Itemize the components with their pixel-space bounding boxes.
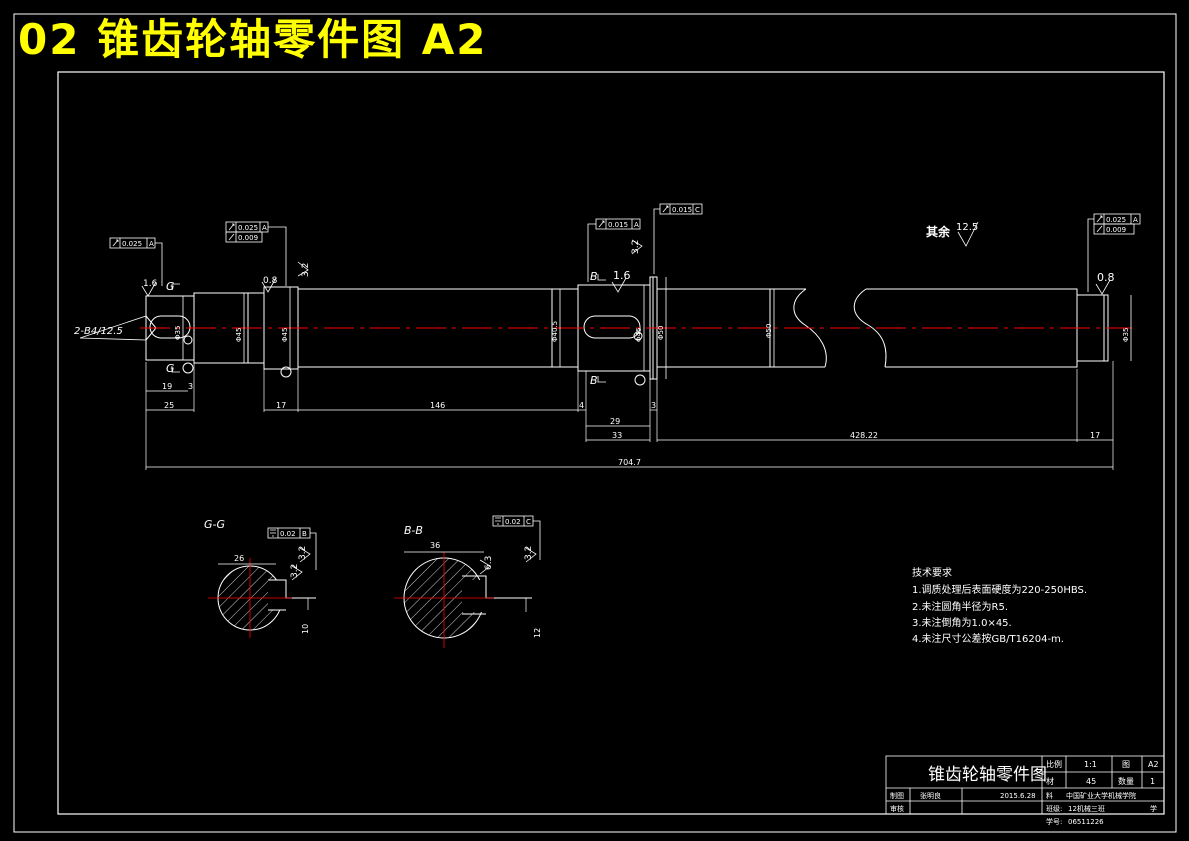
tech-item-3: 3.未注倒角为1.0×45. bbox=[912, 616, 1012, 629]
dim-17-left: 17 bbox=[276, 401, 286, 410]
gdt-shoulder-cyl: 0.009 bbox=[238, 234, 258, 242]
ra-left-end: 1.6 bbox=[143, 279, 158, 289]
page-title: 02 锥齿轮轴零件图 A2 bbox=[18, 15, 488, 64]
gdt-flange-runout: 0.015 bbox=[672, 206, 692, 214]
dim-dia-right: Φ35 bbox=[1122, 328, 1130, 342]
length-dimensions bbox=[145, 361, 1114, 470]
dim-dia-shoulder-2: Φ45 bbox=[281, 328, 289, 342]
inner-border bbox=[57, 71, 1165, 815]
gdt-symbols bbox=[112, 205, 1103, 537]
section-view-b bbox=[394, 551, 532, 648]
ra-key-b: 1.6 bbox=[613, 269, 631, 282]
title-class-value: 12机械三班 bbox=[1068, 804, 1105, 813]
section-view-g bbox=[208, 558, 316, 638]
gdt-section-g-ref: B bbox=[302, 530, 307, 538]
gdt-right-cyl: 0.009 bbox=[1106, 226, 1126, 234]
title-qty-label: 数量 bbox=[1118, 776, 1134, 786]
gdt-right-runout: 0.025 bbox=[1106, 216, 1126, 224]
ra-mid-top: 3.2 bbox=[631, 240, 641, 254]
section-cut-marks bbox=[171, 274, 606, 383]
section-label-b-bottom: B bbox=[590, 374, 598, 387]
title-material-label: 材 bbox=[1046, 776, 1054, 786]
title-material-value: 45 bbox=[1086, 777, 1096, 786]
outer-border bbox=[13, 13, 1177, 833]
dim-dia-left: Φ35 bbox=[174, 326, 182, 340]
ra-section-b: 6.3 bbox=[484, 556, 494, 570]
title-class-label: 班级: bbox=[1046, 804, 1062, 813]
dim-sec-b-width: 36 bbox=[430, 541, 440, 550]
dim-dia-flange: Φ50 bbox=[657, 326, 665, 340]
dim-19: 19 bbox=[162, 382, 172, 391]
dim-center-hole: 2-B4/12.5 bbox=[74, 326, 123, 337]
gdt-right-ref: A bbox=[1133, 216, 1138, 224]
ra-general-label: 其余 bbox=[926, 224, 951, 239]
gdt-mid-ref: A bbox=[634, 221, 639, 229]
title-id-label: 学号: bbox=[1046, 817, 1062, 826]
tech-heading: 技术要求 bbox=[912, 566, 952, 579]
dim-dia-body: Φ40.5 bbox=[551, 321, 559, 342]
title-drawn-label: 制图 bbox=[890, 791, 904, 800]
gdt-mid-runout: 0.015 bbox=[608, 221, 628, 229]
dim-3: 3 bbox=[188, 382, 193, 391]
roughness-symbols bbox=[141, 221, 1111, 581]
tech-item-4: 4.未注尺寸公差按GB/T16204-m. bbox=[912, 632, 1064, 645]
dim-428: 428.22 bbox=[850, 431, 878, 440]
dim-dia-shoulder: Φ45 bbox=[235, 328, 243, 342]
dim-dia-keyseat: Φ45 bbox=[635, 328, 643, 342]
ra-shoulder: 0.8 bbox=[263, 276, 278, 286]
dim-dia-main: Φ50 bbox=[765, 324, 773, 338]
title-org-value: 中国矿业大学机械学院 bbox=[1066, 791, 1136, 800]
ra-section-g: 3.2 bbox=[290, 564, 300, 578]
gdt-flange-ref: C bbox=[695, 206, 700, 214]
title-drawn-name: 张明良 bbox=[920, 791, 941, 800]
title-scale-value: 1:1 bbox=[1084, 760, 1097, 769]
title-org-label: 料 bbox=[1046, 791, 1053, 800]
gdt-left-end-ref: A bbox=[149, 240, 154, 248]
dim-33: 33 bbox=[612, 431, 622, 440]
dim-146: 146 bbox=[430, 401, 445, 410]
tolerance-frames bbox=[109, 203, 1141, 570]
dim-17-right: 17 bbox=[1090, 431, 1100, 440]
gdt-section-b-ref: C bbox=[526, 518, 531, 526]
title-check-label: 审核 bbox=[890, 804, 904, 813]
title-extra: 学 bbox=[1150, 804, 1157, 813]
dim-25: 25 bbox=[164, 401, 174, 410]
tech-item-1: 1.调质处理后表面硬度为220-250HBS. bbox=[912, 583, 1087, 596]
dim-sec-g-depth: 10 bbox=[301, 624, 310, 634]
title-id-value: 06511226 bbox=[1068, 818, 1104, 826]
gdt-left-end-value: 0.025 bbox=[122, 240, 142, 248]
title-scale-label: 比例 bbox=[1046, 759, 1062, 769]
gdt-shoulder-ref: A bbox=[262, 224, 267, 232]
ra-step: 3.2 bbox=[301, 263, 311, 277]
center-hole-leader bbox=[79, 315, 147, 341]
ra-right-end: 0.8 bbox=[1097, 271, 1115, 284]
title-sheet-value: A2 bbox=[1148, 760, 1159, 769]
tech-requirements: 技术要求 1.调质处理后表面硬度为220-250HBS. 2.未注圆角半径为R5… bbox=[912, 566, 1087, 645]
ra-general: 12.5 bbox=[956, 222, 978, 233]
dim-sec-b-depth: 12 bbox=[533, 628, 542, 638]
dim-4: 4 bbox=[579, 401, 584, 410]
title-date: 2015.6.28 bbox=[1000, 792, 1036, 800]
section-label-g-bottom: G bbox=[166, 362, 175, 375]
gdt-section-b-value: 0.02 bbox=[505, 518, 521, 526]
ra-section-g-side: 3.2 bbox=[298, 546, 308, 560]
dim-3b: 3 bbox=[651, 401, 656, 410]
diameter-dimension-lines bbox=[182, 277, 1132, 379]
section-view-b-label: B-B bbox=[404, 524, 423, 537]
title-sheet-label: 图 bbox=[1122, 760, 1130, 769]
gdt-shoulder-runout: 0.025 bbox=[238, 224, 258, 232]
section-label-b-top: B bbox=[590, 270, 598, 283]
gdt-section-g-value: 0.02 bbox=[280, 530, 296, 538]
title-part-name: 锥齿轮轴零件图 bbox=[928, 765, 1047, 785]
tech-item-2: 2.未注圆角半径为R5. bbox=[912, 600, 1008, 613]
title-qty-value: 1 bbox=[1150, 777, 1155, 786]
dim-total: 704.7 bbox=[618, 458, 641, 467]
dim-sec-g-width: 26 bbox=[234, 554, 244, 563]
title-block bbox=[885, 755, 1165, 815]
dim-29: 29 bbox=[610, 417, 620, 426]
ra-section-b-side: 3.2 bbox=[524, 546, 534, 560]
section-view-g-label: G-G bbox=[204, 518, 225, 531]
section-label-g-top: G bbox=[166, 280, 175, 293]
